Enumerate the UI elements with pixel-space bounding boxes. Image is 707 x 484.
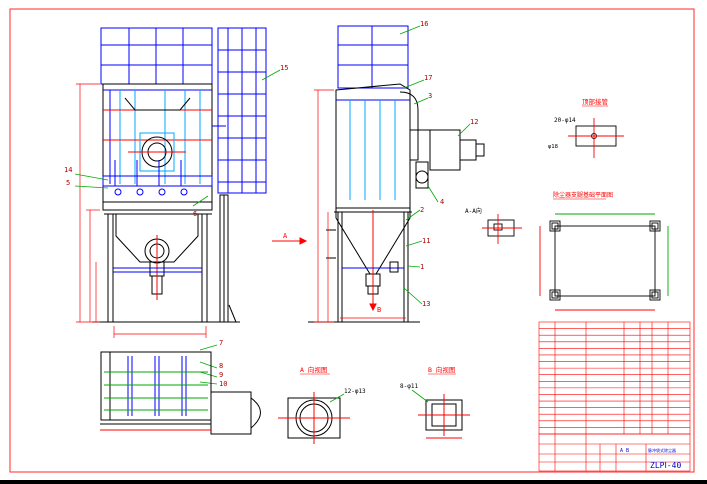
view-b-hole-note: 8-φ11 — [400, 383, 418, 390]
arrow-b — [369, 296, 377, 312]
side-callout-labels: 16 17 3 12 4 2 11 1 13 — [420, 20, 478, 308]
detail-top — [568, 118, 624, 158]
plan-view — [100, 351, 261, 435]
arrow-a — [272, 237, 308, 245]
section-a-title: A-A向 — [465, 207, 482, 215]
view-a-title: A 向视图 — [300, 365, 327, 374]
drawing-code: ZLPⅠ-40 — [650, 461, 681, 470]
front-callout-labels: 14 5 6 15 7 8 9 10 — [64, 64, 288, 388]
arrow-a-label: A — [283, 232, 288, 240]
callout-6: 6 — [193, 210, 197, 218]
callout-4: 4 — [440, 198, 444, 206]
title-block-name: 脉冲袋式除尘器 — [648, 447, 676, 453]
front-view — [92, 27, 267, 323]
detail-top-dim: 20-φ14 — [554, 117, 576, 124]
front-callouts — [74, 69, 281, 385]
bom-table — [538, 321, 691, 435]
callout-11: 11 — [422, 237, 430, 245]
side-callouts — [399, 25, 471, 305]
callout-17: 17 — [424, 74, 432, 82]
view-a-flange — [278, 392, 350, 444]
detail-top-sub: φ18 — [548, 144, 558, 150]
callout-14: 14 — [64, 166, 72, 174]
callout-9: 9 — [219, 371, 223, 379]
title-block-mark: A B — [620, 448, 629, 454]
callout-3: 3 — [428, 92, 432, 100]
callout-5: 5 — [66, 179, 70, 187]
view-b-flange — [418, 394, 470, 439]
front-view-dimensions — [76, 83, 207, 338]
side-view-dimensions — [314, 89, 406, 323]
callout-10: 10 — [219, 380, 227, 388]
callout-2: 2 — [420, 206, 424, 214]
anchor-plan — [539, 213, 669, 311]
callout-1: 1 — [420, 263, 424, 271]
callout-13: 13 — [422, 300, 430, 308]
section-a — [482, 214, 522, 244]
callout-16: 16 — [420, 20, 428, 28]
anchor-plan-title: 除尘器支腿基础平面图 — [553, 191, 613, 199]
view-b-title: B 向视图 — [428, 365, 455, 374]
title-block — [538, 433, 691, 472]
arrow-b-label: B — [377, 306, 381, 314]
callout-12: 12 — [470, 118, 478, 126]
callout-15: 15 — [280, 64, 288, 72]
view-a-hole-note: 12-φ13 — [344, 388, 366, 395]
side-view — [308, 25, 485, 323]
callout-7: 7 — [219, 339, 223, 347]
detail-top-title: 顶部接管 — [582, 97, 609, 106]
sheet-frame — [9, 8, 695, 473]
callout-8: 8 — [219, 362, 223, 370]
